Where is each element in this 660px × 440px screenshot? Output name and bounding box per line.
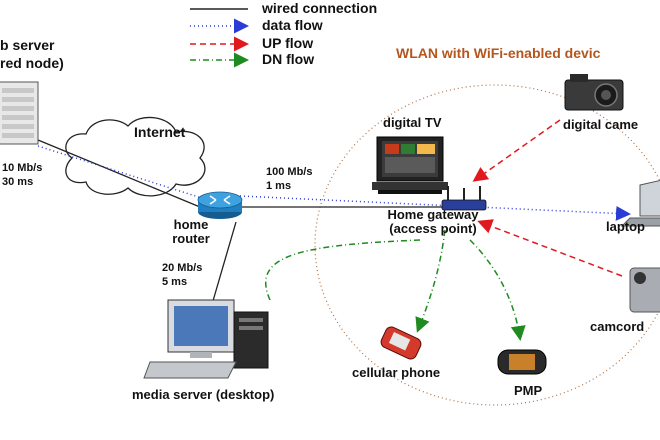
home-gateway-label-line2: (access point) [389, 221, 477, 236]
legend-wired-label: wired connection [262, 0, 378, 16]
dn-flow-media-gateway [264, 239, 421, 301]
dn-flow-gateway-pmp [469, 239, 526, 341]
pmp-icon [497, 349, 547, 375]
internet-cloud-icon [65, 116, 206, 197]
digital-camera-label: digital came [563, 117, 639, 132]
media-delay-label: 5 ms [162, 276, 188, 288]
up-flow-camera-gateway [472, 119, 561, 182]
digital-tv-label: digital TV [383, 115, 442, 130]
legend [190, 8, 249, 68]
wlan-title-label: WLAN with WiFi-enabled devic [396, 45, 601, 61]
home-router-label-line2: router [172, 231, 210, 246]
legend-up-label: UP flow [262, 35, 314, 51]
web-server-label-line1: b server [0, 37, 55, 53]
digital-tv-icon [372, 136, 448, 194]
wlan-boundary [314, 84, 660, 406]
data-flow-router-laptop [239, 195, 631, 221]
camcorder-icon [629, 267, 660, 313]
cellular-phone-label: cellular phone [352, 365, 441, 380]
web-server-icon [0, 81, 39, 145]
wan-rate-label: 10 Mb/s [2, 162, 43, 174]
internet-label: Internet [134, 124, 186, 140]
home-gateway-label-line1: Home gateway [387, 207, 479, 222]
dn-flow-gateway-phone [415, 229, 446, 333]
media-server-label: media server (desktop) [132, 387, 275, 402]
pmp-label: PMP [514, 383, 543, 398]
legend-dn-label: DN flow [262, 51, 315, 67]
home-router-label-line1: home [173, 217, 209, 232]
data-flow-server-router [37, 145, 209, 201]
lan-rate-label: 100 Mb/s [266, 166, 313, 178]
media-rate-label: 20 Mb/s [162, 262, 203, 274]
laptop-label: laptop [606, 219, 645, 234]
home-gateway-icon [441, 186, 487, 211]
media-server-icon [143, 299, 269, 379]
wan-delay-label: 30 ms [2, 176, 34, 188]
lan-delay-label: 1 ms [266, 180, 292, 192]
camcorder-label: camcord [590, 319, 645, 334]
legend-data-label: data flow [262, 17, 323, 33]
web-server-label-line2: red node) [0, 55, 64, 71]
up-flow-camcorder-gateway [477, 219, 623, 277]
cellular-phone-icon [380, 326, 422, 360]
wire-server-router [37, 139, 201, 208]
digital-camera-icon [564, 74, 624, 111]
home-router-icon [197, 191, 243, 219]
laptop-icon [620, 179, 660, 227]
